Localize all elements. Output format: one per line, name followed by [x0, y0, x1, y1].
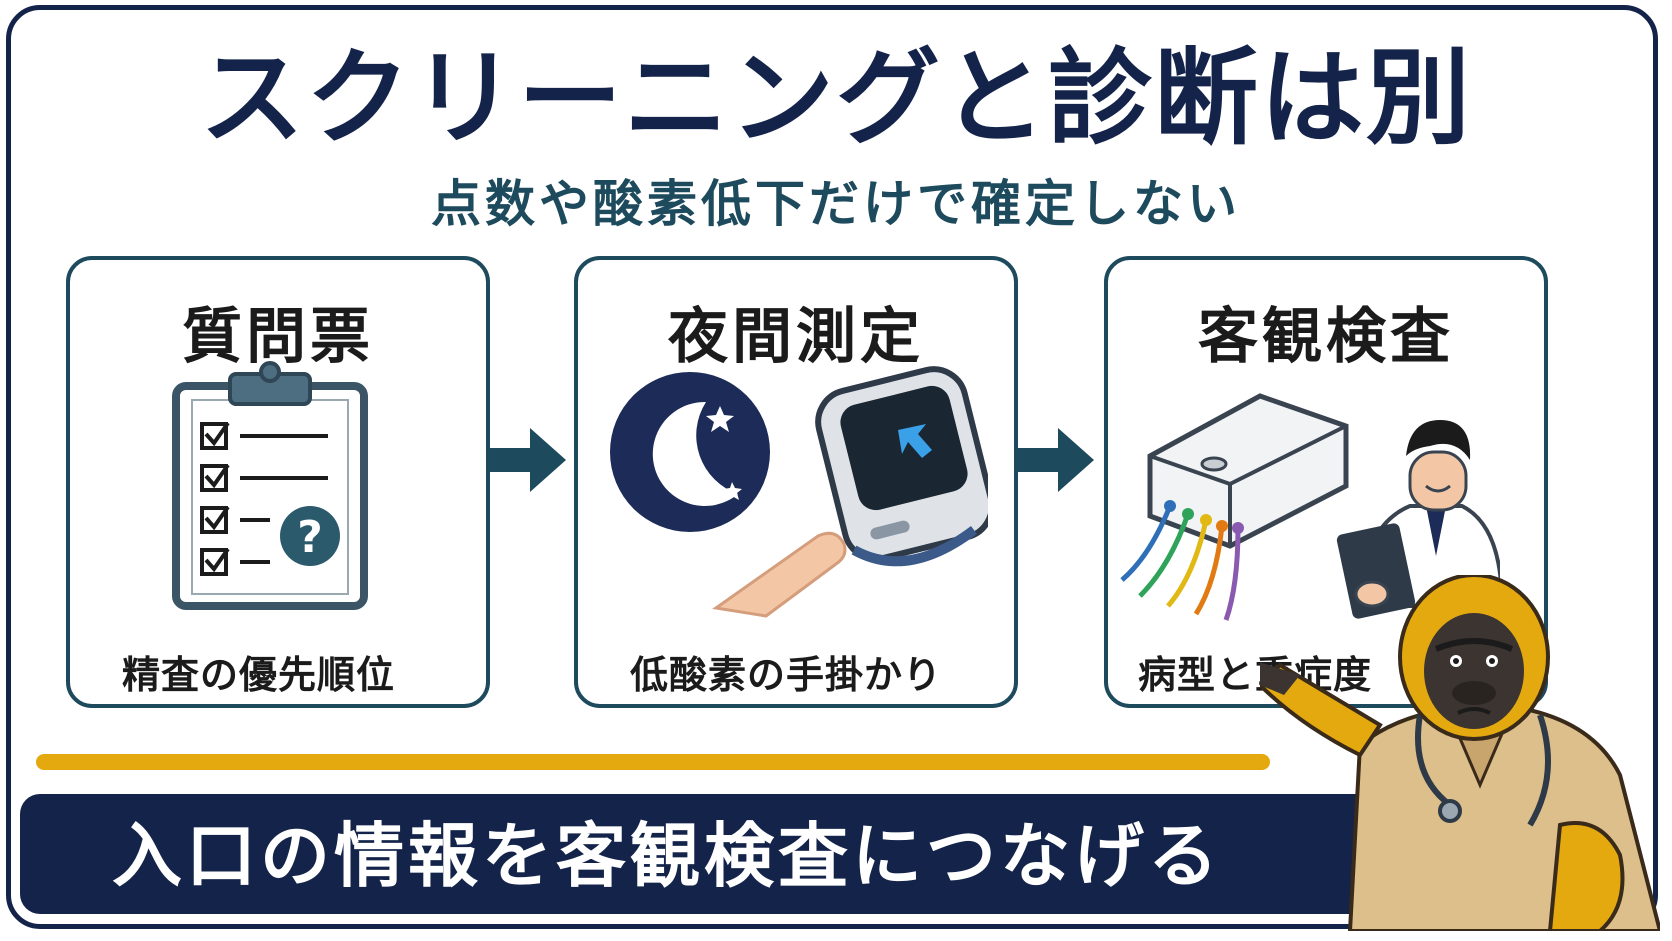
svg-text:?: ?	[297, 512, 323, 563]
step-card-night-measurement: 夜間測定 低酸素の手掛かり	[574, 256, 1018, 708]
clipboard-checklist-icon: ?	[172, 361, 368, 610]
step-caption: 低酸素の手掛かり	[630, 653, 943, 697]
pulse-oximeter-icon	[610, 366, 988, 618]
step-title: 客観検査	[1198, 302, 1454, 372]
step-card-objective-test: 客観検査 病型と重症度	[1104, 256, 1548, 708]
step-title: 夜間測定	[668, 302, 924, 372]
arrow-right-icon	[1016, 428, 1094, 492]
step-caption: 精査の優先順位	[122, 653, 396, 697]
step-title: 質問票	[182, 302, 374, 372]
conclusion-text: 入口の情報を客観検査につなげる	[112, 815, 1222, 897]
conclusion-banner	[20, 794, 1470, 914]
step-caption: 病型と重症度	[1138, 653, 1373, 697]
step-card-questionnaire: 質問票 ? 精査の優先順位	[66, 256, 490, 708]
divider-rule	[36, 754, 1270, 770]
gorilla-doctor-mascot-icon	[1260, 575, 1660, 931]
subtitle: 点数や酸素低下だけで確定しない	[431, 175, 1241, 233]
arrow-right-icon	[488, 428, 566, 492]
main-title: スクリーニングと診断は別	[199, 37, 1472, 159]
